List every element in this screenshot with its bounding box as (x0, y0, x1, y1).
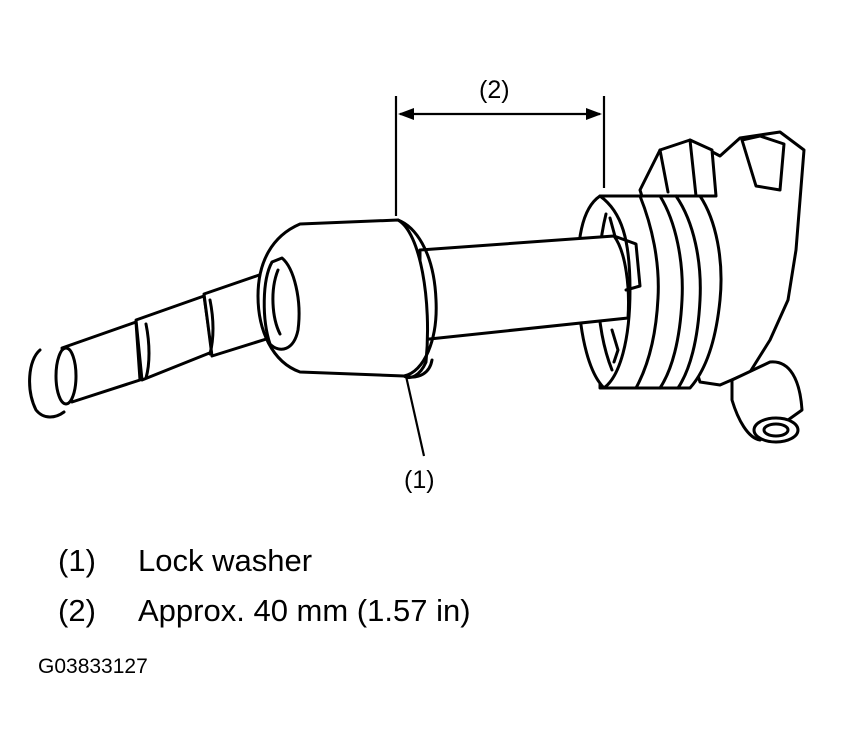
leader-line-1 (404, 375, 426, 457)
arrowhead-right (586, 108, 602, 120)
figure-id: G03833127 (38, 655, 148, 678)
legend-item: (2) Approx. 40 mm (1.57 in) (58, 586, 471, 636)
legend: (1) Lock washer (2) Approx. 40 mm (1.57 … (58, 536, 471, 636)
shaft (418, 234, 630, 342)
shaft-end-groove (612, 234, 642, 292)
callout-label-1: (1) (404, 466, 435, 494)
legend-text: Lock washer (138, 543, 313, 578)
legend-item: (1) Lock washer (58, 536, 471, 586)
legend-number: (2) (58, 593, 96, 628)
arrowhead-left (398, 108, 414, 120)
legend-number: (1) (58, 543, 96, 578)
dimension-line (394, 96, 606, 216)
legend-text: Approx. 40 mm (1.57 in) (138, 593, 471, 628)
lock-washer (256, 218, 438, 379)
hose-cable (28, 270, 278, 419)
callout-label-2: (2) (479, 76, 510, 104)
